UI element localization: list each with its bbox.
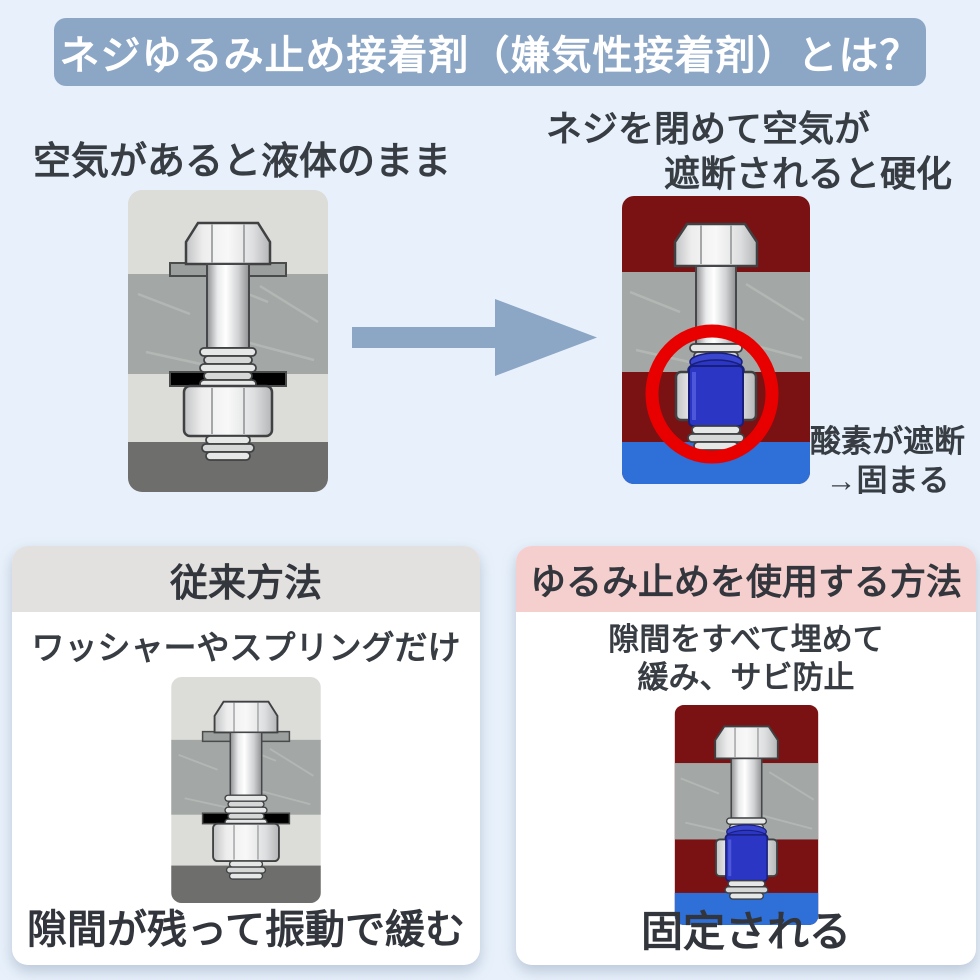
conventional-method-card: 従来方法 ワッシャーやスプリングだけ 隙間が残って振動で緩む xyxy=(12,546,480,965)
threadlocker-method-subtitle: 隙間をすべて埋めて 緩み、サビ防止 xyxy=(516,621,976,697)
conventional-method-subtitle: ワッシャーやスプリングだけ xyxy=(31,631,461,667)
oxygen-note-line1: 酸素が遮断 xyxy=(810,424,965,459)
arrow-right-icon xyxy=(352,299,597,376)
cured-state-caption-line1: ネジを閉めて空気が xyxy=(546,109,871,149)
threadlocker-method-header: ゆるみ止めを使用する方法 xyxy=(516,546,976,612)
conventional-method-header: 従来方法 xyxy=(12,546,480,612)
liquid-state-caption: 空気があると液体のまま xyxy=(33,141,452,183)
threadlocker-method-card: ゆるみ止めを使用する方法 隙間をすべて埋めて 緩み、サビ防止 固定される xyxy=(516,546,976,965)
bolt-diagram-conventional xyxy=(171,677,321,903)
threadlocker-method-footer: 固定される xyxy=(640,910,851,956)
cured-state-caption: ネジを閉めて空気が 遮断されると硬化 xyxy=(538,106,952,196)
cured-state-caption-line2: 遮断されると硬化 xyxy=(663,154,952,194)
conventional-method-footer: 隙間が残って振動で緩む xyxy=(27,907,465,952)
bolt-diagram-liquid xyxy=(128,190,328,492)
oxygen-note: 酸素が遮断 →固まる xyxy=(795,422,980,500)
bolt-diagram-locked xyxy=(674,705,819,925)
bolt-diagram-cured xyxy=(622,196,810,484)
oxygen-note-line2: →固まる xyxy=(825,463,950,498)
threadlocker-subtitle-line1: 隙間をすべて埋めて xyxy=(608,622,884,657)
page-title: ネジゆるみ止め接着剤（嫌気性接着剤）とは？ xyxy=(59,33,921,78)
threadlocker-subtitle-line2: 緩み、サビ防止 xyxy=(637,660,855,695)
title-banner: ネジゆるみ止め接着剤（嫌気性接着剤）とは？ xyxy=(54,18,926,86)
highlight-circle xyxy=(645,324,779,464)
